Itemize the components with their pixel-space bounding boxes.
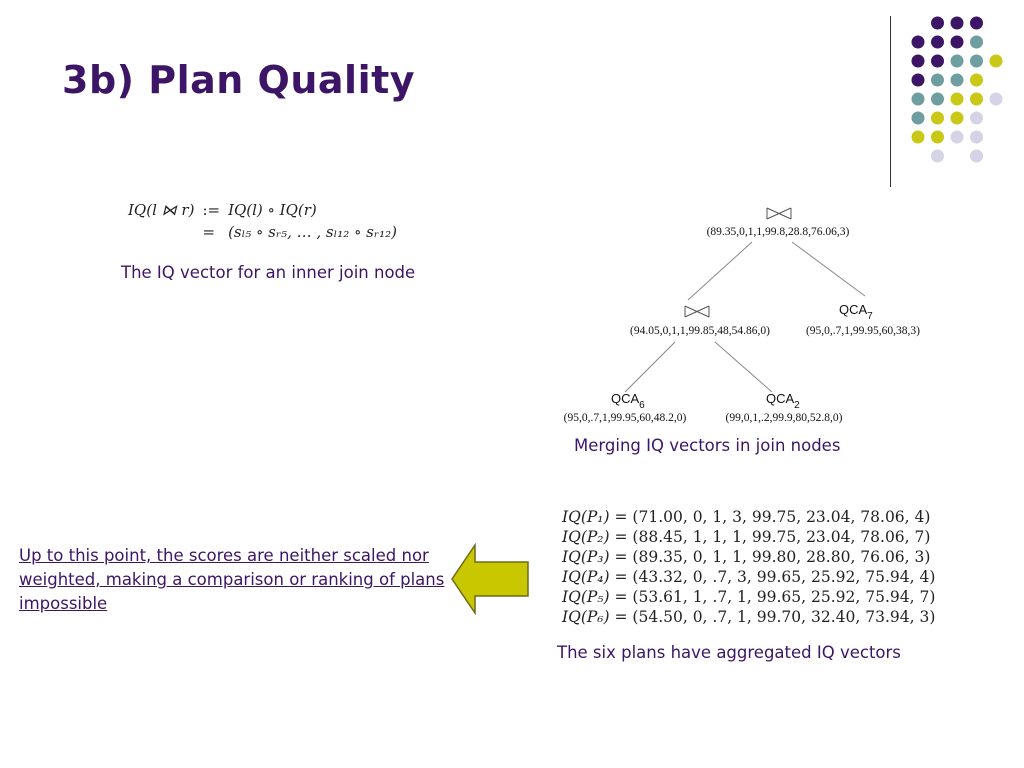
left-arrow-icon xyxy=(451,543,529,615)
plan-vector-row: IQ(P₄) = (43.32, 0, .7, 3, 99.65, 25.92,… xyxy=(562,568,936,586)
plan-vector-row: IQ(P₂) = (88.45, 1, 1, 1, 99.75, 23.04, … xyxy=(562,528,931,546)
edge-join-qca2 xyxy=(714,341,773,393)
formula-lhs: IQ(l ⋈ r) xyxy=(128,201,195,219)
qca2-label: QCA2 xyxy=(766,391,800,411)
join-vector: (94.05,0,1,1,99.85,48,54.86,0) xyxy=(630,325,770,337)
decorative-dot xyxy=(931,73,944,87)
decorative-dot xyxy=(911,130,925,144)
decorative-dot xyxy=(911,54,925,68)
inner-join-caption: The IQ vector for an inner join node xyxy=(121,263,416,282)
decorative-dot xyxy=(931,130,944,144)
aggregated-caption: The six plans have aggregated IQ vectors xyxy=(557,643,901,662)
edge-join-qca6 xyxy=(624,341,676,393)
decorative-dot xyxy=(911,73,925,87)
decorative-dot xyxy=(989,92,1003,106)
decorative-dot-grid xyxy=(911,16,1003,163)
decorative-dot xyxy=(911,35,925,49)
merging-caption: Merging IQ vectors in join nodes xyxy=(574,436,841,455)
decorative-dot xyxy=(989,54,1003,68)
note-link[interactable]: Up to this point, the scores are neither… xyxy=(19,546,445,613)
plan-vector-row: IQ(P₃) = (89.35, 0, 1, 1, 99.80, 28.80, … xyxy=(562,548,931,566)
decorative-dot xyxy=(970,130,983,144)
decorative-dot xyxy=(911,92,925,106)
decorative-dot xyxy=(950,54,964,68)
inner-join-icon xyxy=(684,305,710,318)
qca2-vector: (99,0,1,.2,99.9,80,52.8,0) xyxy=(726,412,843,424)
iq-join-formula: IQ(l ⋈ r) := IQ(l) ∘ IQ(r) = (sₗ₅ ∘ sᵣ₅,… xyxy=(128,200,405,244)
formula-rhs-1: IQ(l) ∘ IQ(r) xyxy=(228,201,317,219)
join-tree-diagram: (89.35,0,1,1,99.8,28.8,76.06,3) (94.05,0… xyxy=(564,207,920,424)
formula-equals: = xyxy=(202,223,216,241)
decorative-dot xyxy=(911,111,925,125)
root-vector: (89.35,0,1,1,99.8,28.8,76.06,3) xyxy=(707,226,850,238)
slide-title: 3b) Plan Quality xyxy=(62,58,416,102)
decorative-dot xyxy=(970,35,983,49)
plan-vector-row: IQ(P₅) = (53.61, 1, .7, 1, 99.65, 25.92,… xyxy=(562,588,936,606)
formula-rhs-2: (sₗ₅ ∘ sᵣ₅, … , sₗ₁₂ ∘ sᵣ₁₂) xyxy=(228,223,397,241)
decorative-dot xyxy=(970,149,983,163)
decorative-dot xyxy=(970,54,983,68)
vertical-divider xyxy=(890,16,891,187)
edge-root-join xyxy=(687,241,753,301)
decorative-dot xyxy=(950,16,964,30)
decorative-dot xyxy=(931,92,944,106)
qca6-label: QCA6 xyxy=(611,391,645,411)
qca6-vector: (95,0,.7,1,99.95,60,48.2,0) xyxy=(564,412,687,424)
plan-vector-row: IQ(P₆) = (54.50, 0, .7, 1, 99.70, 32.40,… xyxy=(562,608,936,626)
root-join-icon xyxy=(766,207,792,220)
decorative-dot xyxy=(950,35,964,49)
decorative-dot xyxy=(931,111,944,125)
decorative-dot xyxy=(931,16,944,30)
decorative-dot xyxy=(931,35,944,49)
formula-assign: := xyxy=(202,201,221,219)
qca7-label: QCA7 xyxy=(839,302,873,322)
decorative-dot xyxy=(950,111,964,125)
decorative-dot xyxy=(950,73,964,87)
decorative-dot xyxy=(970,92,983,106)
qca7-vector: (95,0,.7,1,99.95,60,38,3) xyxy=(806,325,920,337)
decorative-dot xyxy=(970,16,983,30)
decorative-dot xyxy=(970,73,983,87)
edge-root-qca7 xyxy=(791,241,866,297)
decorative-dot xyxy=(931,54,944,68)
plan-vector-row: IQ(P₁) = (71.00, 0, 1, 3, 99.75, 23.04, … xyxy=(562,508,931,526)
decorative-dot xyxy=(950,130,964,144)
plan-vectors-list: IQ(P₁) = (71.00, 0, 1, 3, 99.75, 23.04, … xyxy=(562,507,935,627)
decorative-dot xyxy=(950,92,964,106)
decorative-dot xyxy=(970,111,983,125)
decorative-dot xyxy=(931,149,944,163)
